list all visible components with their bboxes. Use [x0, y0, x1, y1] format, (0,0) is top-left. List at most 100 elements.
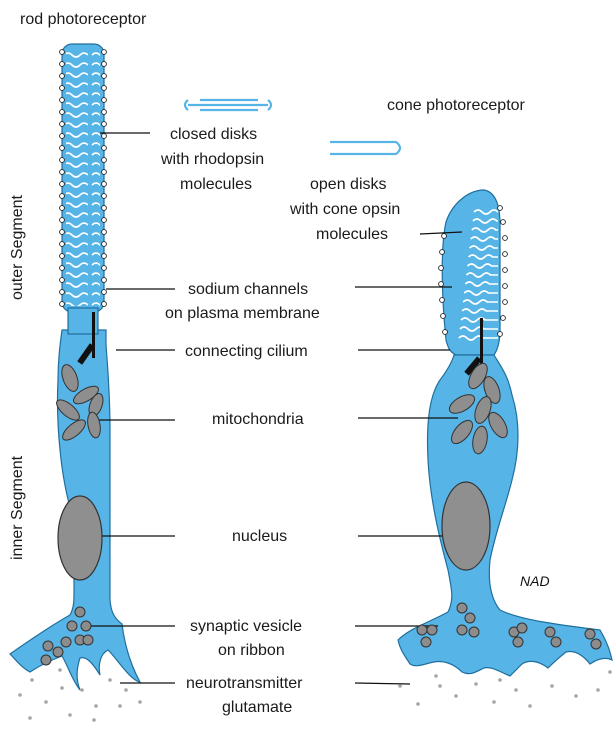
- leader-lines: [84, 133, 462, 684]
- sodium-channel-dot: [102, 182, 107, 187]
- sodium-channel-dot: [102, 50, 107, 55]
- sodium-channel-dot: [102, 86, 107, 91]
- sodium-channel-dot: [503, 236, 508, 241]
- sodium-channel-dot: [60, 242, 65, 247]
- sodium-channel-dot: [102, 206, 107, 211]
- synaptic-vesicle: [81, 621, 91, 631]
- sodium-channel-dot: [60, 170, 65, 175]
- neurotransmitter-dot: [492, 700, 496, 704]
- nucleus-label: nucleus: [232, 528, 287, 545]
- outer-segment-label: outer Segment: [9, 194, 26, 300]
- sodium-channel-dot: [442, 234, 447, 239]
- sodium-channel-dot: [439, 266, 444, 271]
- synaptic-label-2: on ribbon: [218, 642, 285, 659]
- synaptic-vesicle: [83, 635, 93, 645]
- sodium-channel-dot: [102, 62, 107, 67]
- closed-disks-label-3: molecules: [180, 176, 252, 193]
- sodium-channel-dot: [102, 278, 107, 283]
- closed-disk-illustration: [185, 100, 271, 110]
- sodium-channel-dot: [60, 98, 65, 103]
- sodium-channel-dot: [60, 182, 65, 187]
- sodium-channel-dot: [60, 230, 65, 235]
- sodium-channel-dot: [102, 194, 107, 199]
- sodium-channel-dot: [60, 74, 65, 79]
- neurotransmitter-dot: [60, 686, 64, 690]
- synaptic-vesicle: [421, 637, 431, 647]
- sodium-channel-dot: [102, 74, 107, 79]
- sodium-channel-dot: [503, 300, 508, 305]
- synaptic-vesicle: [457, 625, 467, 635]
- cone-cilium: [480, 318, 483, 368]
- synaptic-vesicle: [67, 621, 77, 631]
- synaptic-vesicle: [457, 603, 467, 613]
- sodium-channel-dot: [102, 158, 107, 163]
- neurotransmitter-dot: [550, 684, 554, 688]
- open-disks-label-1: open disks: [310, 176, 387, 193]
- sodium-channel-dot: [102, 146, 107, 151]
- synaptic-vesicle: [513, 637, 523, 647]
- synaptic-vesicle: [427, 625, 437, 635]
- sodium-label-2: on plasma membrane: [165, 305, 320, 322]
- cilium-label: connecting cilium: [185, 343, 308, 360]
- neurotransmitter-dot: [68, 713, 72, 717]
- sodium-channel-dot: [440, 298, 445, 303]
- synaptic-vesicle: [61, 637, 71, 647]
- open-disk-illustration: [330, 142, 400, 154]
- rod-title: rod photoreceptor: [20, 11, 147, 28]
- neurotransmitter-dot: [30, 678, 34, 682]
- synaptic-vesicle: [545, 627, 555, 637]
- rod-nucleus: [58, 496, 102, 580]
- sodium-channel-dot: [60, 122, 65, 127]
- cone-title: cone photoreceptor: [387, 97, 526, 114]
- sodium-channel-dot: [102, 110, 107, 115]
- cone-nucleus: [442, 482, 490, 570]
- synaptic-vesicle: [517, 623, 527, 633]
- neurotransmitter-dot: [474, 682, 478, 686]
- sodium-channel-dot: [60, 110, 65, 115]
- mitochondria-label: mitochondria: [212, 411, 304, 428]
- synaptic-vesicle: [585, 629, 595, 639]
- neurotransmitter-dot: [124, 688, 128, 692]
- sodium-channel-dot: [501, 316, 506, 321]
- neurotransmitter-dot: [528, 704, 532, 708]
- neurotransmitter-dot: [94, 704, 98, 708]
- sodium-channel-dot: [440, 250, 445, 255]
- sodium-channel-dot: [503, 268, 508, 273]
- rod-cilium: [92, 312, 95, 358]
- neurotransmitter-dot: [18, 693, 22, 697]
- neurotransmitter-dot: [398, 684, 402, 688]
- open-disks-label-3: molecules: [316, 226, 388, 243]
- sodium-channel-dot: [102, 122, 107, 127]
- sodium-channel-dot: [60, 266, 65, 271]
- synaptic-vesicle: [591, 639, 601, 649]
- sodium-channel-dot: [60, 254, 65, 259]
- sodium-channel-dot: [102, 170, 107, 175]
- sodium-channel-dot: [60, 50, 65, 55]
- rod-disk-stack: [66, 52, 100, 306]
- artist-signature: NAD: [520, 573, 550, 589]
- sodium-channel-dot: [60, 290, 65, 295]
- sodium-channel-dot: [60, 278, 65, 283]
- neurotransmitter-dot: [138, 700, 142, 704]
- neurotransmitter-dot: [58, 668, 62, 672]
- sodium-channel-dot: [60, 206, 65, 211]
- sodium-channel-dot: [102, 266, 107, 271]
- neurotransmitter-dot: [44, 700, 48, 704]
- sodium-channel-dot: [441, 314, 446, 319]
- synaptic-vesicle: [551, 637, 561, 647]
- sodium-channel-dot: [102, 98, 107, 103]
- sodium-channel-dot: [443, 330, 448, 335]
- inner-segment-label: inner Segment: [9, 455, 26, 560]
- sodium-channel-dot: [60, 86, 65, 91]
- sodium-channel-dot: [102, 230, 107, 235]
- synaptic-vesicle: [53, 647, 63, 657]
- sodium-channel-dot: [102, 218, 107, 223]
- neurotransmitter-dot: [574, 694, 578, 698]
- neurotransmitter-dot: [434, 674, 438, 678]
- sodium-channel-dot: [60, 62, 65, 67]
- sodium-channel-dot: [501, 220, 506, 225]
- synaptic-vesicle: [75, 607, 85, 617]
- synaptic-vesicle: [417, 625, 427, 635]
